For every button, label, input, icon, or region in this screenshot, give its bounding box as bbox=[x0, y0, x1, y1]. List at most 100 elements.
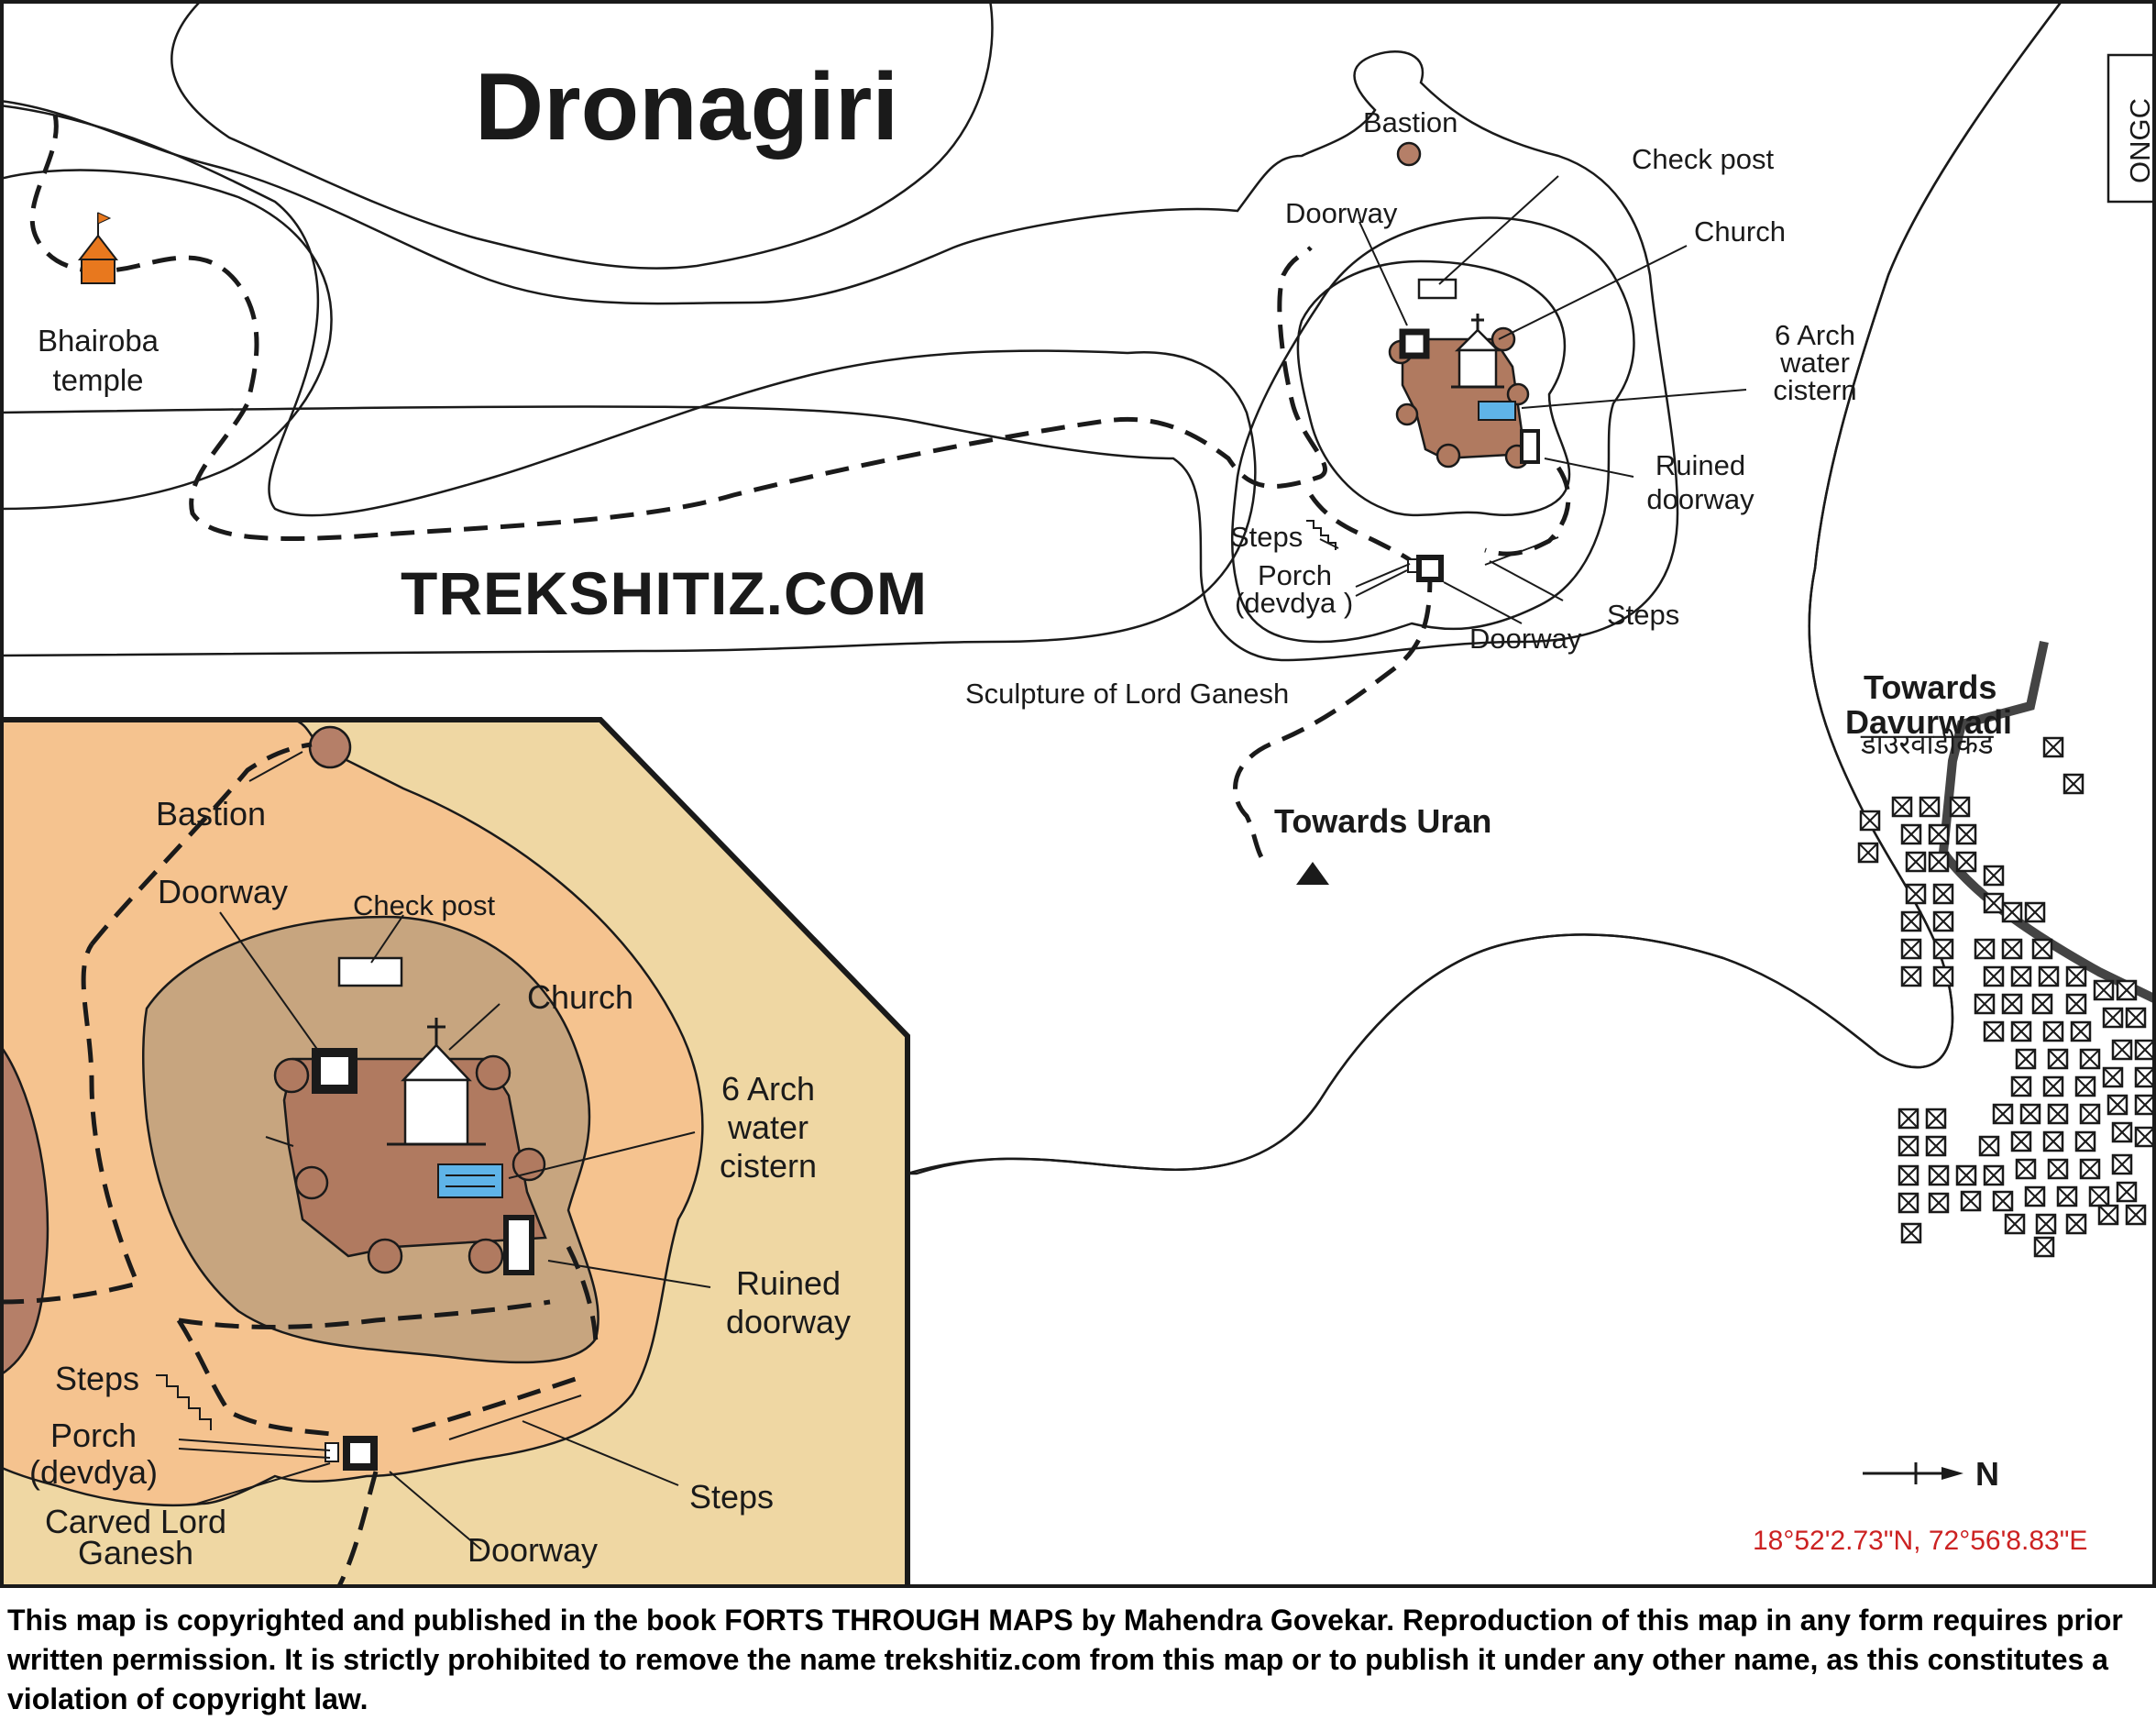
ruined-doorway-marker bbox=[1520, 429, 1540, 464]
label-bhairoba-1: Bhairoba bbox=[38, 324, 160, 358]
house-icon bbox=[1955, 851, 1977, 873]
inset-label-porch-1: Porch bbox=[50, 1417, 137, 1454]
cliff-band bbox=[0, 104, 1257, 657]
porch-marker bbox=[1407, 558, 1418, 573]
house-icon bbox=[2024, 901, 2046, 923]
house-icon bbox=[1900, 965, 1922, 987]
house-icon bbox=[1955, 823, 1977, 845]
cistern-marker bbox=[1478, 401, 1516, 421]
house-icon bbox=[1925, 1135, 1947, 1157]
inset-label-steps-left: Steps bbox=[55, 1360, 139, 1397]
label-davurwadi-2: Davurwadi bbox=[1845, 703, 2012, 741]
house-icon bbox=[2031, 938, 2053, 960]
house-icon bbox=[2125, 1007, 2147, 1029]
inset-label-cistern-2: water bbox=[727, 1108, 808, 1146]
inset-label-ruined-1: Ruined bbox=[736, 1264, 841, 1302]
house-icon bbox=[2111, 1153, 2133, 1175]
house-icon bbox=[2001, 901, 2023, 923]
house-icon bbox=[1974, 993, 1996, 1015]
house-icon bbox=[2111, 1039, 2133, 1061]
house-icon bbox=[2015, 1158, 2037, 1180]
bhairoba-plateau bbox=[0, 169, 333, 511]
house-icon bbox=[2047, 1158, 2069, 1180]
house-icon bbox=[1932, 938, 1954, 960]
doorway-bottom-marker bbox=[1416, 555, 1444, 582]
house-icon bbox=[1928, 1164, 1950, 1186]
house-icon bbox=[2038, 965, 2060, 987]
fort-plateau bbox=[1296, 259, 1571, 517]
house-icon bbox=[2010, 1020, 2032, 1042]
house-icon bbox=[1900, 910, 1922, 932]
bastion-marker bbox=[1396, 141, 1422, 167]
house-icon bbox=[1928, 851, 1950, 873]
house-icon bbox=[2015, 1048, 2037, 1070]
house-icon bbox=[2125, 1204, 2147, 1226]
house-icon bbox=[1891, 796, 1913, 818]
house-icon bbox=[2042, 1130, 2064, 1152]
house-icon bbox=[1925, 1108, 1947, 1130]
house-icon bbox=[2024, 1185, 2046, 1207]
house-icon bbox=[1974, 938, 1996, 960]
house-icon bbox=[2102, 1007, 2124, 1029]
inset-label-bastion: Bastion bbox=[156, 795, 266, 832]
house-icon bbox=[2004, 1213, 2026, 1235]
inset-label-check-post: Check post bbox=[353, 889, 495, 921]
house-icon bbox=[1919, 796, 1941, 818]
house-icon bbox=[2047, 1048, 2069, 1070]
towards-uran-marker bbox=[1296, 862, 1329, 885]
house-icon bbox=[1983, 865, 2005, 887]
house-icon bbox=[1905, 851, 1927, 873]
house-icon bbox=[2001, 993, 2023, 1015]
house-icon bbox=[1857, 842, 1879, 864]
house-icon bbox=[2074, 1130, 2096, 1152]
house-icon bbox=[2065, 965, 2087, 987]
house-icon bbox=[2134, 1126, 2156, 1148]
label-doorway-bottom: Doorway bbox=[1469, 623, 1582, 655]
house-icon bbox=[1932, 883, 1954, 905]
house-icon bbox=[1859, 810, 1881, 832]
house-icon bbox=[2111, 1121, 2133, 1143]
house-icon bbox=[2102, 1066, 2124, 1088]
label-towards-uran: Towards Uran bbox=[1274, 802, 1491, 840]
house-icon bbox=[1983, 1164, 2005, 1186]
church-marker bbox=[1451, 314, 1504, 389]
label-steps-left: Steps bbox=[1230, 521, 1303, 553]
house-icon bbox=[1905, 883, 1927, 905]
label-doorway-top: Doorway bbox=[1285, 197, 1398, 229]
inset-label-ganesh-2: Ganesh bbox=[78, 1534, 193, 1571]
trail-uran bbox=[1233, 568, 1433, 864]
house-icon bbox=[2134, 1039, 2156, 1061]
inset-label-doorway-bottom: Doorway bbox=[468, 1531, 598, 1569]
map-frame bbox=[0, 0, 2156, 1588]
label-davurwadi-1: Towards bbox=[1864, 668, 1996, 706]
label-cistern-3: cistern bbox=[1773, 374, 1856, 406]
map-title: Dronagiri bbox=[475, 54, 898, 160]
house-icon bbox=[1898, 1192, 1920, 1214]
label-ongc: ONGC bbox=[2124, 98, 2156, 183]
house-icon bbox=[2001, 938, 2023, 960]
ongc-strip bbox=[2106, 53, 2156, 204]
house-icon bbox=[2065, 993, 2087, 1015]
house-icon bbox=[1983, 965, 2005, 987]
inset-label-doorway-top: Doorway bbox=[158, 873, 288, 910]
sea-cut bbox=[906, 0, 2156, 1588]
house-icon bbox=[2079, 1158, 2101, 1180]
north-label: N bbox=[1975, 1455, 1999, 1493]
house-icon bbox=[1992, 1103, 2014, 1125]
house-icon bbox=[2097, 1204, 2119, 1226]
house-icon bbox=[2047, 1103, 2069, 1125]
inset-label-church: Church bbox=[527, 978, 633, 1016]
house-icon bbox=[2116, 979, 2138, 1001]
label-davurwadi-marathi: डाउरवाडीकड bbox=[1860, 728, 1994, 760]
leader-lines bbox=[1319, 175, 1747, 624]
temple-icon bbox=[77, 212, 119, 284]
house-icon bbox=[1932, 910, 1954, 932]
house-icon bbox=[1960, 1190, 1982, 1212]
house-icon bbox=[1898, 1135, 1920, 1157]
label-porch-1: Porch bbox=[1258, 559, 1332, 591]
trail-bhairoba bbox=[29, 114, 1327, 541]
house-icon bbox=[1983, 892, 2005, 914]
north-arrow bbox=[1863, 1462, 1964, 1484]
house-icon bbox=[1983, 1020, 2005, 1042]
label-steps-right: Steps bbox=[1607, 599, 1679, 631]
